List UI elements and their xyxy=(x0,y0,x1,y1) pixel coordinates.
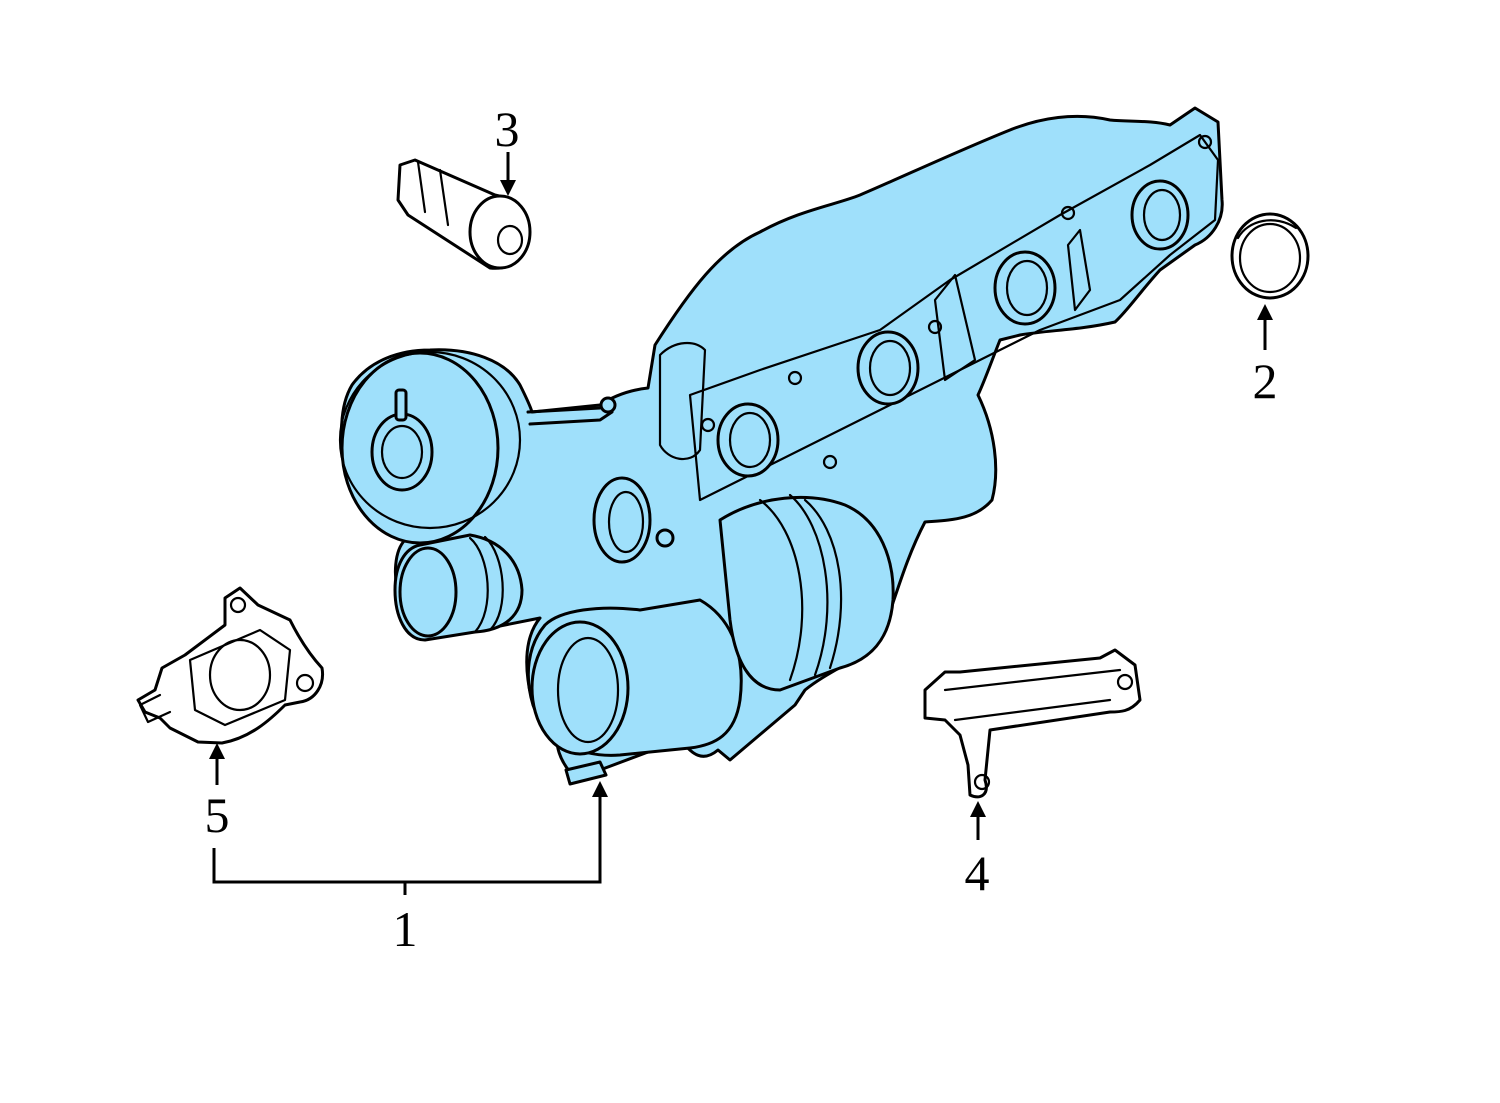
port-4-inner xyxy=(1142,188,1182,242)
center-fitting xyxy=(655,528,675,548)
flange-hole xyxy=(1197,134,1213,150)
drain-pipe xyxy=(564,760,608,786)
manifold-flange xyxy=(688,133,1220,502)
port-3-inner xyxy=(1005,259,1049,317)
oil-fitting xyxy=(599,396,617,414)
callout-2: 2 xyxy=(1253,353,1278,409)
arrow-1 xyxy=(592,781,608,797)
leader-1-bracket xyxy=(212,795,602,884)
port-1 xyxy=(716,402,780,478)
flange-hole xyxy=(787,370,803,386)
compressor-housing-ring xyxy=(338,350,522,530)
callout-1: 1 xyxy=(393,901,418,957)
port-2-inner xyxy=(868,339,912,397)
callout-labels: 3 2 5 4 1 xyxy=(205,101,1278,957)
port-3 xyxy=(993,250,1057,326)
port-1-inner xyxy=(728,411,772,469)
seal-ring[interactable] xyxy=(1230,212,1310,300)
arrow-3 xyxy=(500,180,516,196)
arrow-2 xyxy=(1257,304,1273,320)
flange-hole xyxy=(927,319,943,335)
center-port-inner xyxy=(607,490,645,554)
leader-lines xyxy=(209,152,1273,895)
center-port xyxy=(592,476,652,564)
exhaust-outlet-opening xyxy=(530,620,630,756)
turbine-band-1 xyxy=(758,498,804,682)
stud-bolt[interactable] xyxy=(396,158,532,270)
outlet-ridge-1 xyxy=(468,536,489,634)
manifold-rib xyxy=(933,273,977,382)
flange-hole xyxy=(1060,205,1076,221)
exhaust-outlet-inner xyxy=(556,636,620,744)
callout-4: 4 xyxy=(965,845,990,901)
callout-5: 5 xyxy=(205,787,230,843)
compressor-inlet-inner xyxy=(380,424,424,480)
outlet-ridge-2 xyxy=(483,535,504,632)
arrow-5 xyxy=(209,743,225,759)
turbine-band-2 xyxy=(788,493,829,677)
oil-feed-line-2 xyxy=(528,410,614,426)
manifold-rib xyxy=(1066,228,1092,312)
manifold-boss xyxy=(658,342,707,461)
compressor-tab xyxy=(394,388,408,422)
outlet-opening xyxy=(398,546,458,638)
turbine-band-3 xyxy=(803,498,843,670)
support-bracket[interactable] xyxy=(923,648,1142,799)
arrow-4 xyxy=(970,801,986,817)
turbocharger-assembly[interactable] xyxy=(338,106,1224,786)
flange-hole xyxy=(822,454,838,470)
callout-3: 3 xyxy=(495,101,520,157)
wastegate-actuator[interactable] xyxy=(136,586,325,745)
turbine-housing xyxy=(718,496,895,692)
port-2 xyxy=(856,330,920,406)
